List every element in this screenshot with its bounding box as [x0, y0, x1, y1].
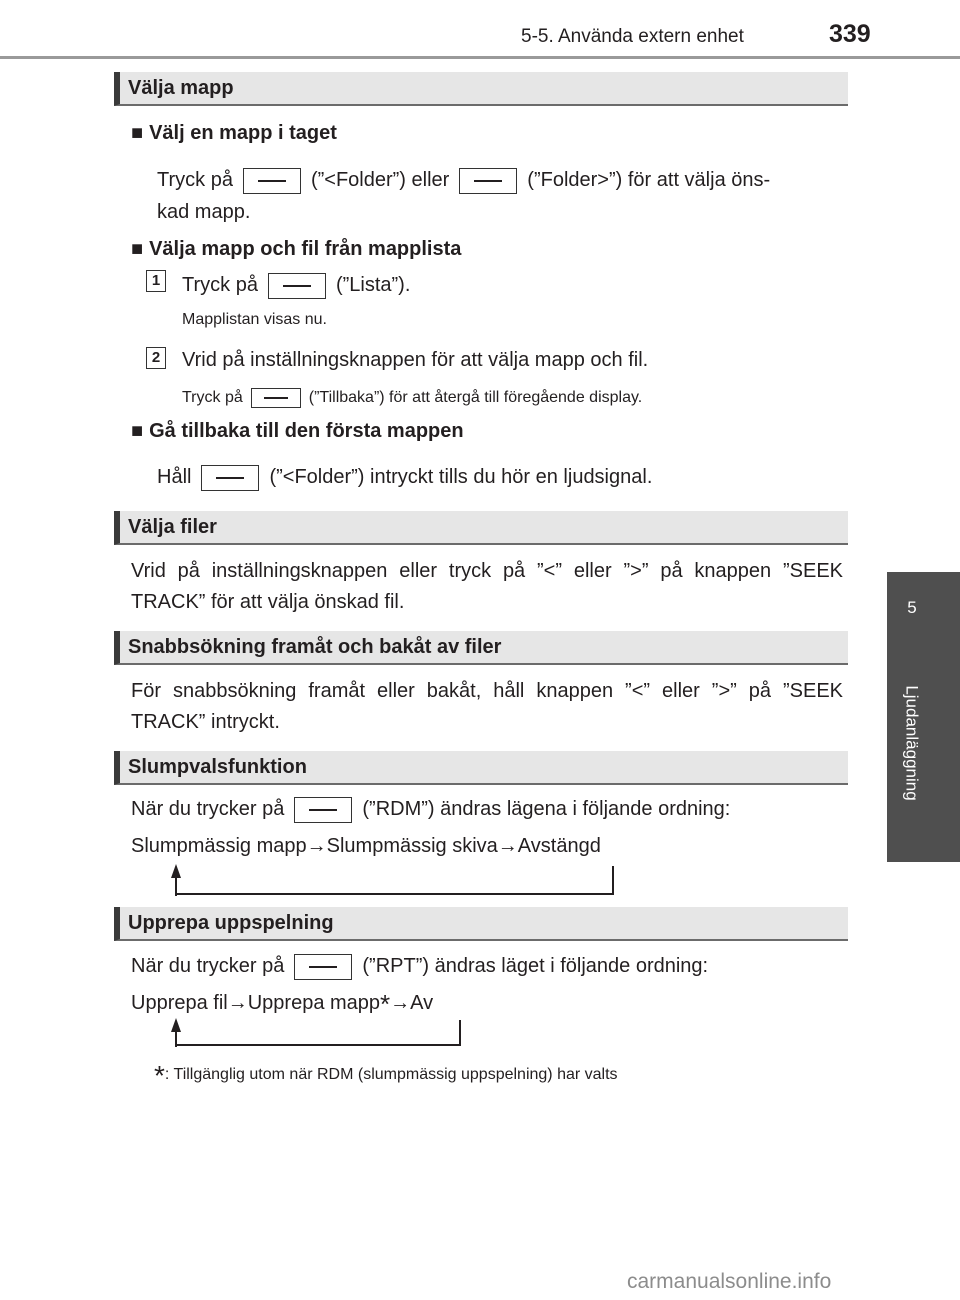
section-header-folder: Välja mapp — [114, 72, 848, 106]
chapter-label: Ljudanläggning — [903, 685, 922, 801]
text-segment: När du trycker på — [131, 798, 285, 820]
dash-button-icon — [459, 167, 518, 194]
subheading-folder-list: ■Välja mapp och fil från mapplista — [131, 238, 461, 261]
subheading-folder-one: ■Välj en mapp i taget — [131, 122, 337, 145]
section-title: Välja filer — [128, 516, 217, 538]
section-title: Upprepa uppspelning — [128, 912, 334, 934]
loop-line — [175, 1044, 461, 1046]
section-title: Välja mapp — [128, 77, 234, 99]
section-header-fast-search: Snabbsökning framåt och bakåt av filer — [114, 631, 848, 665]
subheading-first-folder: ■Gå tillbaka till den första mappen — [131, 420, 464, 443]
asterisk-marker: * — [380, 989, 391, 1019]
section-header-random: Slumpvalsfunktion — [114, 751, 848, 785]
text-segment: Upprepa fil→Upprepa mapp — [131, 992, 381, 1014]
text-segment: (”RPT”) ändras läget i följande ordning: — [362, 955, 709, 977]
text-segment: (”Tillbaka”) för att återgå till föregåe… — [308, 389, 643, 406]
text-segment: (”Lista”). — [335, 274, 411, 296]
chapter-side-tab — [887, 572, 960, 862]
section-header-repeat: Upprepa uppspelning — [114, 907, 848, 941]
instruction-line: När du trycker på (”RPT”) ändras läget i … — [131, 953, 708, 980]
loop-arrow-head-icon — [171, 1018, 181, 1032]
text-segment: Håll — [157, 466, 192, 488]
mode-sequence: Slumpmässig mapp→Slumpmässig skiva→Avstä… — [131, 835, 601, 857]
dash-button-icon — [250, 387, 301, 408]
text-segment: (”<Folder”) intryckt tills du hör en lju… — [269, 466, 653, 488]
footnote-text: : Tillgänglig utom när RDM (slumpmässig … — [164, 1066, 618, 1083]
instruction-line: Tryck på (”<Folder”) eller (”Folder>”) för… — [157, 167, 770, 194]
step-note: Mapplistan visas nu. — [182, 311, 327, 328]
subheading-text: Välj en mapp i taget — [149, 122, 337, 144]
text-segment: (”<Folder”) eller — [310, 169, 450, 191]
asterisk-marker: * — [154, 1060, 165, 1091]
bullet-square-icon: ■ — [131, 420, 144, 442]
loop-line — [175, 1030, 177, 1047]
text-segment: (”Folder>”) för att välja öns- — [527, 169, 771, 191]
instruction-line: Håll (”<Folder”) intryckt tills du hör en… — [157, 464, 652, 491]
section-header-files: Välja filer — [114, 511, 848, 545]
section-paragraph: För snabbsökning framåt eller bakåt, hål… — [131, 680, 843, 733]
text-segment: Tryck på — [182, 274, 258, 296]
loop-line — [459, 1020, 461, 1046]
section-title: Slumpvalsfunktion — [128, 756, 307, 778]
text-segment: Tryck på — [182, 389, 243, 406]
step-number: 2 — [146, 347, 166, 369]
watermark: carmanualsonline.info — [627, 1270, 832, 1293]
step-note: Tryck på (”Tillbaka”) för att återgå till… — [182, 387, 642, 409]
chapter-header-title: 5-5. Använda extern enhet — [521, 26, 744, 47]
bullet-square-icon: ■ — [131, 122, 144, 144]
subheading-text: Gå tillbaka till den första mappen — [149, 420, 464, 442]
dash-button-icon — [267, 272, 326, 299]
header-divider — [0, 56, 960, 59]
text-segment: Tryck på — [157, 169, 233, 191]
text-segment: →Av — [390, 992, 434, 1014]
footnote: *: Tillgänglig utom när RDM (slumpmässig… — [154, 1060, 618, 1092]
loop-line — [175, 876, 177, 896]
loop-line — [612, 866, 614, 895]
text-segment: När du trycker på — [131, 955, 285, 977]
chapter-number: 5 — [907, 598, 917, 617]
section-paragraph: Vrid på inställningsknappen eller tryck … — [131, 560, 843, 613]
section-title: Snabbsökning framåt och bakåt av filer — [128, 636, 502, 658]
chapter-label-wrapper: Ljudanläggning — [887, 668, 937, 818]
loop-line — [175, 893, 614, 895]
dash-button-icon — [201, 464, 260, 491]
instruction-line: kad mapp. — [157, 201, 251, 223]
text-segment: (”RDM”) ändras lägena i följande ordning… — [362, 798, 731, 820]
page-number: 339 — [829, 20, 871, 48]
step-text: Vrid på inställningsknappen för att välj… — [182, 349, 649, 371]
step-number: 1 — [146, 270, 166, 292]
instruction-line: När du trycker på (”RDM”) ändras lägena i… — [131, 796, 730, 823]
mode-sequence: Upprepa fil→Upprepa mapp*→Av — [131, 991, 434, 1017]
dash-button-icon — [242, 167, 301, 194]
dash-button-icon — [294, 796, 353, 823]
subheading-text: Välja mapp och fil från mapplista — [149, 238, 462, 260]
bullet-square-icon: ■ — [131, 238, 144, 260]
dash-button-icon — [294, 953, 353, 980]
step-text: Tryck på (”Lista”). — [182, 272, 410, 299]
loop-arrow-head-icon — [171, 864, 181, 878]
